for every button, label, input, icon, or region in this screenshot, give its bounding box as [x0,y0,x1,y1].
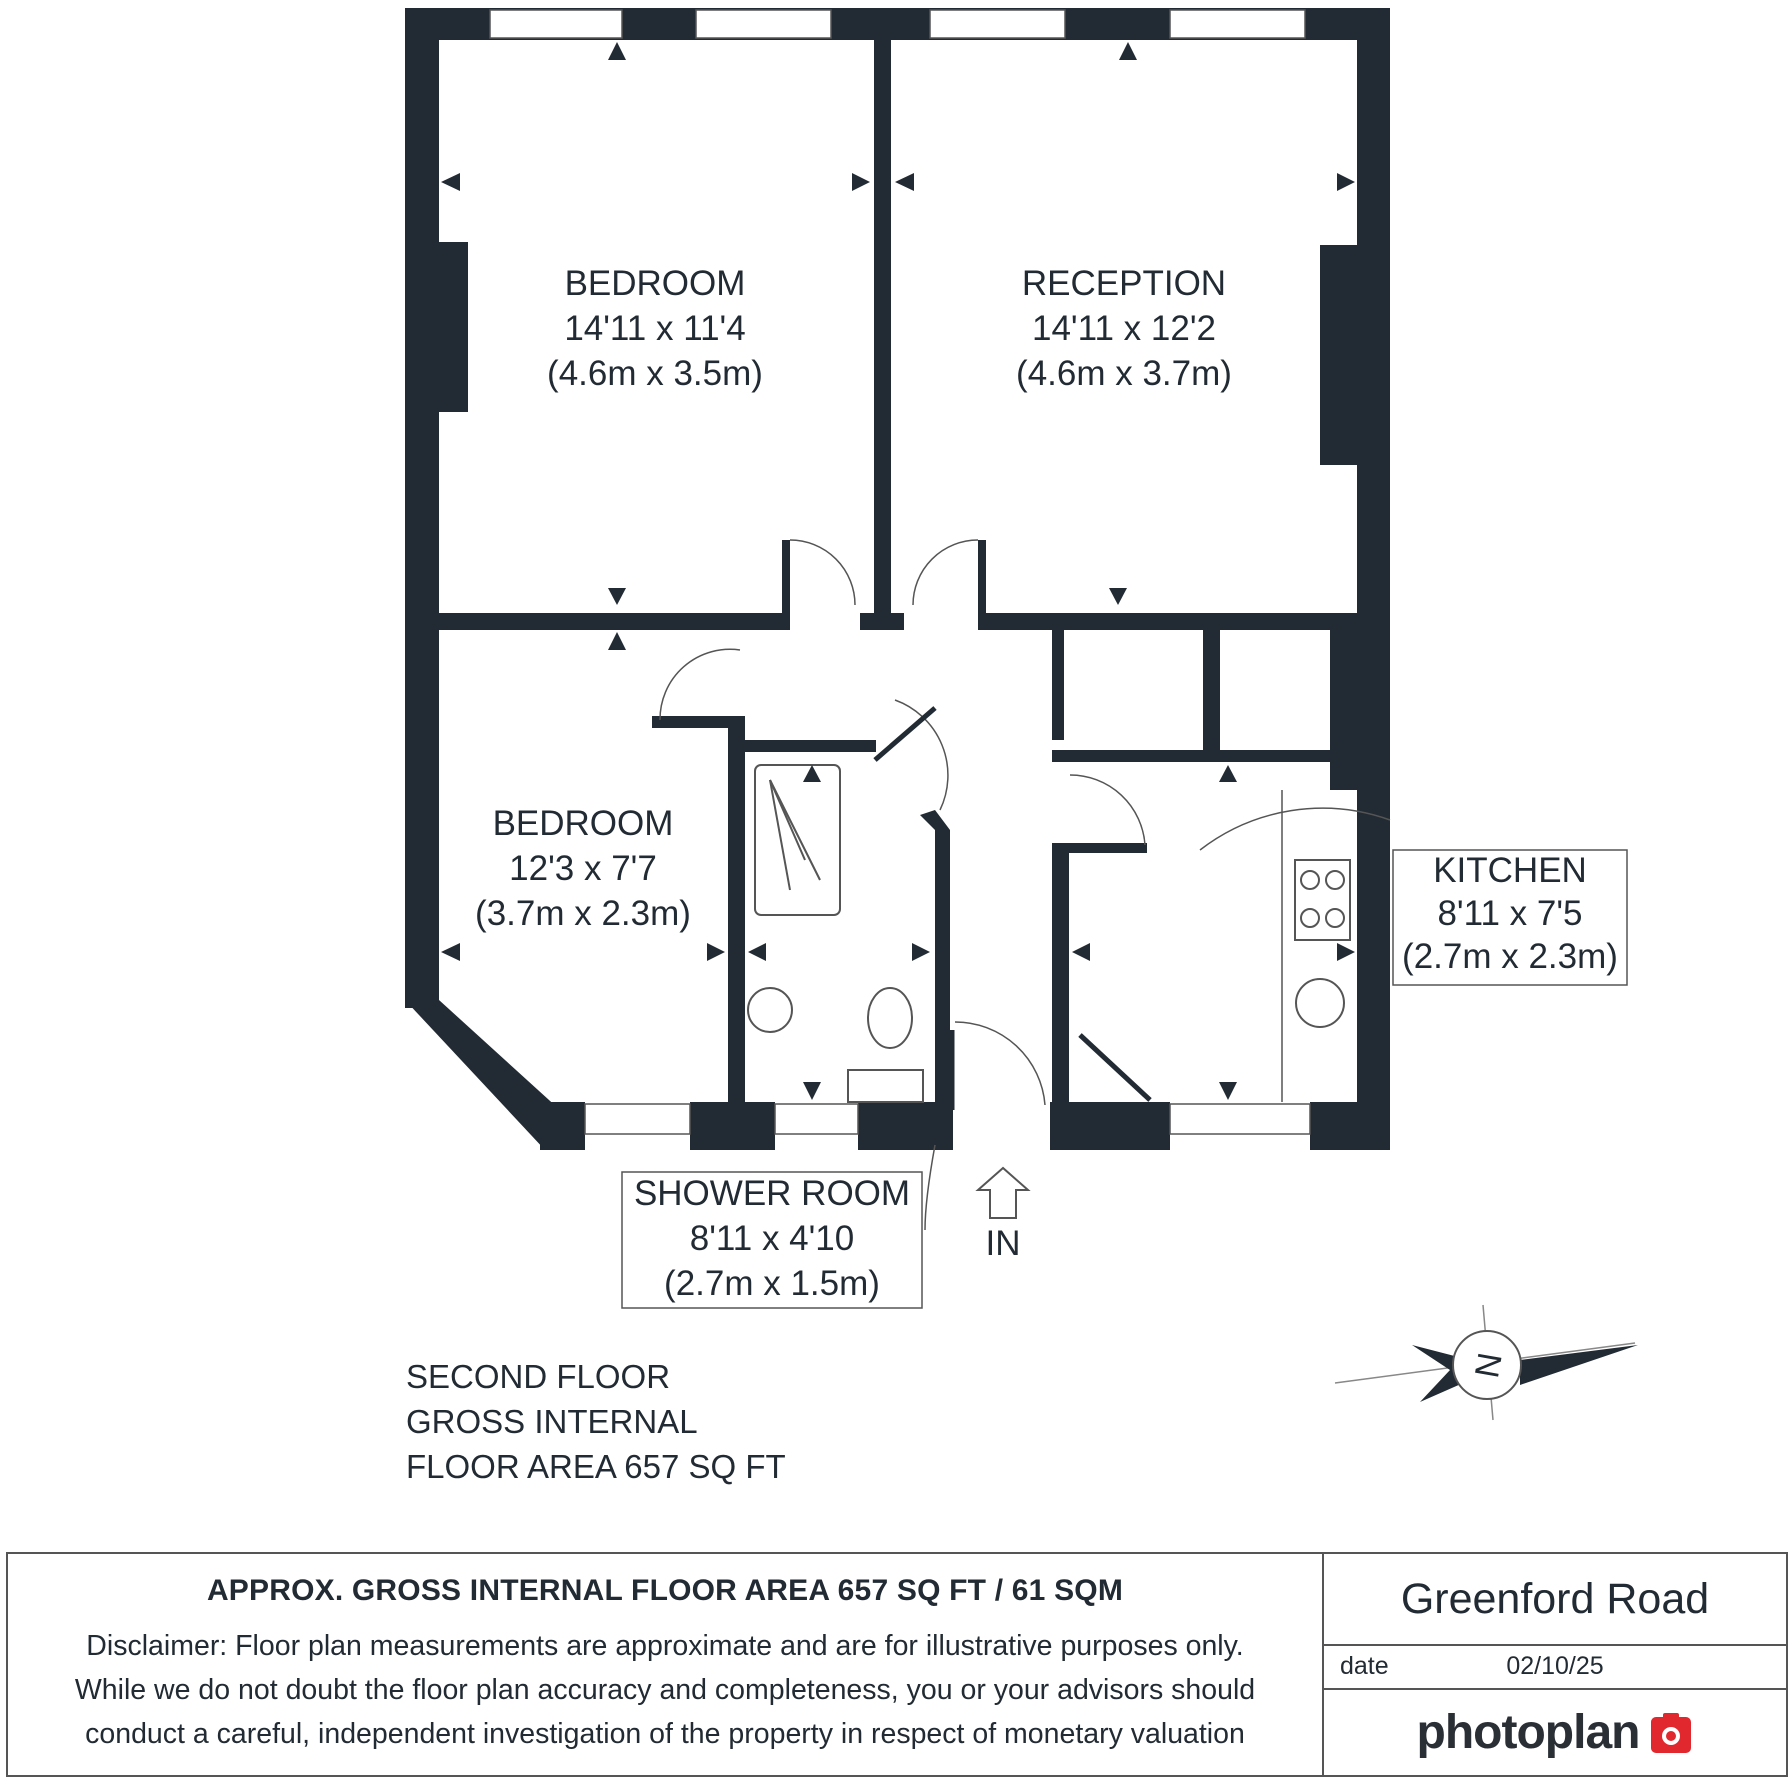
dimension-arrows [441,42,1355,1100]
shower-right-wall [935,830,950,1110]
window-1 [489,9,623,39]
room-name: BEDROOM [493,804,674,843]
door-swing-bedroom [789,539,856,606]
shower-tray [754,764,841,916]
kitchen-door-stub [1052,843,1147,853]
chimney-breast-left [405,242,468,412]
center-wall [874,40,891,630]
room-reception: RECEPTION 14'11 x 12'2 (4.6m x 3.7m) [1016,264,1232,393]
basin [747,987,793,1033]
door-leaves [873,706,1152,1110]
kitchen-top-wall [1052,750,1357,762]
date-value: 02/10/25 [1506,1652,1604,1680]
room-shower: SHOWER ROOM 8'11 x 4'10 (2.7m x 1.5m) [634,1174,910,1303]
window-3 [929,9,1066,39]
window-7 [1169,1103,1311,1135]
bottom-wall-seg-1 [540,1102,585,1150]
brand: photoplan [1324,1690,1786,1775]
window-6 [774,1103,859,1135]
door-swing-entrance [954,1021,1046,1106]
wall-mid [860,613,904,630]
room-bedroom-1: BEDROOM 14'11 x 11'4 (4.6m x 3.5m) [547,264,763,393]
room-metric: (4.6m x 3.5m) [547,354,763,393]
toilet [847,987,924,1103]
bottom-wall-seg-4 [1050,1102,1170,1150]
shower-right-corner [920,810,950,830]
camera-logo-icon [1651,1712,1692,1753]
room-metric: (2.7m x 2.3m) [1402,937,1618,976]
floor-info-line: SECOND FLOOR [406,1358,670,1395]
room-metric: (3.7m x 2.3m) [475,894,691,933]
door-jamb-2 [978,540,986,630]
door-swing-shower [894,699,949,811]
property-address: Greenford Road [1324,1554,1786,1646]
room-metric: (4.6m x 3.7m) [1016,354,1232,393]
window-4 [1169,9,1306,39]
kitchen-label-box [1392,849,1628,986]
door-swing-kitchen [1069,774,1146,846]
room-name: RECEPTION [1022,264,1226,303]
kitchen-leader-arc [1199,807,1391,851]
disclaimer-line: While we do not doubt the floor plan acc… [74,1674,1256,1706]
entrance-label: IN [986,1224,1021,1263]
windows [489,9,1311,1135]
room-name: BEDROOM [565,264,746,303]
chimney-breast-right [1320,245,1390,465]
wall-reception-bottom [985,613,1357,630]
brand-name: photoplan [1416,1706,1641,1759]
kitchen-lower-door-leaf [1078,1033,1152,1102]
bottom-wall-seg-5 [1310,1102,1390,1150]
compass-icon: N [1334,1304,1638,1421]
kitchen-left-wall [1052,850,1069,1110]
footer-meta: Greenford Road date 02/10/25 photoplan [1324,1554,1786,1775]
room-imperial: 12'3 x 7'7 [509,849,657,888]
room-bedroom-2: BEDROOM 12'3 x 7'7 (3.7m x 2.3m) [475,804,691,933]
walls [405,8,1390,1150]
shower-door-leaf [873,706,937,762]
left-wall [405,8,439,1008]
room-kitchen: KITCHEN 8'11 x 7'5 (2.7m x 2.3m) [1402,851,1618,976]
door-swings [659,539,1391,1231]
entrance-arrow-icon [975,1166,1031,1219]
area-heading: APPROX. GROSS INTERNAL FLOOR AREA 657 SQ… [206,1574,1124,1607]
disclaimer: Disclaimer: Floor plan measurements are … [8,1624,1322,1756]
door-jamb-1 [782,540,790,630]
room-imperial: 14'11 x 12'2 [1032,309,1216,348]
date-row: date 02/10/25 [1324,1646,1786,1690]
room-name: SHOWER ROOM [634,1174,910,1213]
door-swing-reception [912,539,979,606]
kitchen-right-block [1330,630,1357,790]
room-imperial: 14'11 x 11'4 [564,309,745,348]
room-imperial: 8'11 x 4'10 [690,1219,855,1258]
cupboard-left-wall [1052,630,1064,740]
floor-info-line: GROSS INTERNAL [406,1403,698,1440]
bedroom2-top-stub [652,716,745,728]
right-wall [1357,8,1390,1150]
footer: APPROX. GROSS INTERNAL FLOOR AREA 657 SQ… [6,1552,1788,1777]
shower-top-wall [728,740,876,752]
disclaimer-line: Disclaimer: Floor plan measurements are … [86,1630,1244,1662]
floor-info-line: FLOOR AREA 657 SQ FT [406,1448,786,1485]
room-name: KITCHEN [1433,851,1587,890]
room-imperial: 8'11 x 7'5 [1437,894,1582,933]
window-5 [584,1103,691,1135]
door-swing-bedroom2 [659,648,741,721]
date-label: date [1340,1652,1389,1680]
cupboard-divider [1203,630,1220,750]
hob [1294,859,1351,941]
angled-wall [405,1000,560,1150]
shower-left-wall [728,720,745,1110]
shower-leader [924,1144,936,1231]
kitchen-sink [1295,978,1345,1028]
footer-info: APPROX. GROSS INTERNAL FLOOR AREA 657 SQ… [8,1554,1324,1775]
wall-bedroom-bottom [439,613,782,630]
room-metric: (2.7m x 1.5m) [664,1264,880,1303]
disclaimer-line: conduct a careful, independent investiga… [85,1718,1245,1750]
shower-label-box [621,1171,923,1309]
window-2 [695,9,832,39]
floor-plan: BEDROOM 14'11 x 11'4 (4.6m x 3.5m) RECEP… [405,8,1638,1485]
